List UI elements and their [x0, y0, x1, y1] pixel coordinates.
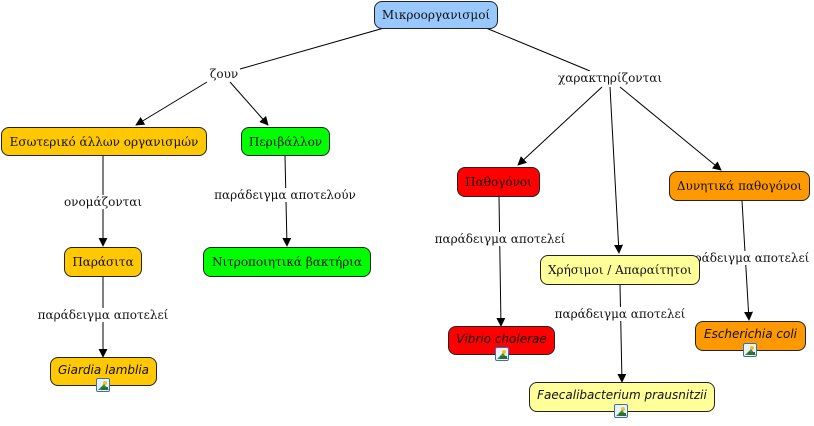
edge-pathogens-to-vibrio: [496, 196, 506, 327]
node-nitrifying-bacteria[interactable]: Νιτροποιητικά βακτήρια: [203, 247, 371, 277]
edge-root-to-characterized: [485, 27, 591, 72]
link-label-example-pathogen: παράδειγμα αποτελεί: [433, 232, 567, 246]
node-label: Παθογόνοι: [465, 175, 532, 189]
link-label-example-opportunistic: παράδειγμα αποτελεί: [677, 251, 811, 265]
node-label: Δυνητικά παθογόνοι: [676, 179, 803, 193]
node-microorganisms[interactable]: Μικροοργανισμοί: [374, 1, 498, 29]
link-label-example-useful: παράδειγμα αποτελεί: [553, 307, 687, 321]
node-parasites[interactable]: Παράσιτα: [64, 247, 142, 277]
image-icon[interactable]: [96, 378, 110, 392]
node-environment[interactable]: Περιβάλλον: [241, 127, 330, 156]
image-icon[interactable]: [495, 347, 509, 361]
image-icon[interactable]: [614, 404, 628, 418]
node-opportunistic-pathogens[interactable]: Δυνητικά παθογόνοι: [669, 171, 810, 201]
node-label: Εσωτερικό άλλων οργανισμών: [9, 134, 199, 149]
node-label: Παράσιτα: [72, 255, 134, 269]
link-label-named: ονομάζονται: [62, 195, 144, 209]
edge-live-to-internal: [135, 81, 208, 126]
node-label: Περιβάλλον: [248, 134, 323, 149]
node-label: Giardia lamblia: [57, 362, 150, 377]
link-label-example-parasite: παράδειγμα αποτελεί: [36, 308, 170, 322]
link-label-characterized: χαρακτηρίζονται: [556, 71, 664, 85]
node-pathogens[interactable]: Παθογόνοι: [457, 167, 540, 197]
node-label: Vibrio cholerae: [456, 331, 547, 346]
edge-root-to-live: [239, 27, 385, 70]
link-label-examples-plural: παράδειγμα αποτελούν: [213, 188, 357, 202]
node-label: Faecalibacterium prausnitzii: [537, 388, 707, 402]
node-label: Χρήσιμοι / Απαραίτητοι: [548, 263, 692, 277]
node-escherichia-coli[interactable]: Escherichia coli: [695, 321, 806, 351]
edge-live-to-environment: [229, 81, 269, 126]
node-label: Νιτροποιητικά βακτήρια: [211, 255, 363, 269]
node-inside-other-organisms[interactable]: Εσωτερικό άλλων οργανισμών: [1, 127, 207, 156]
link-label-live: ζουν: [208, 67, 240, 81]
edge-useful-to-faecali: [617, 284, 627, 383]
image-icon[interactable]: [743, 343, 757, 357]
node-useful-essential[interactable]: Χρήσιμοι / Απαραίτητοι: [540, 255, 700, 285]
node-label: Escherichia coli: [704, 327, 797, 341]
edge-characterized-to-useful: [609, 86, 624, 254]
node-label: Μικροοργανισμοί: [381, 8, 491, 22]
edge-characterized-to-opportunistic: [619, 86, 722, 171]
edge-characterized-to-pathogens: [517, 86, 603, 166]
